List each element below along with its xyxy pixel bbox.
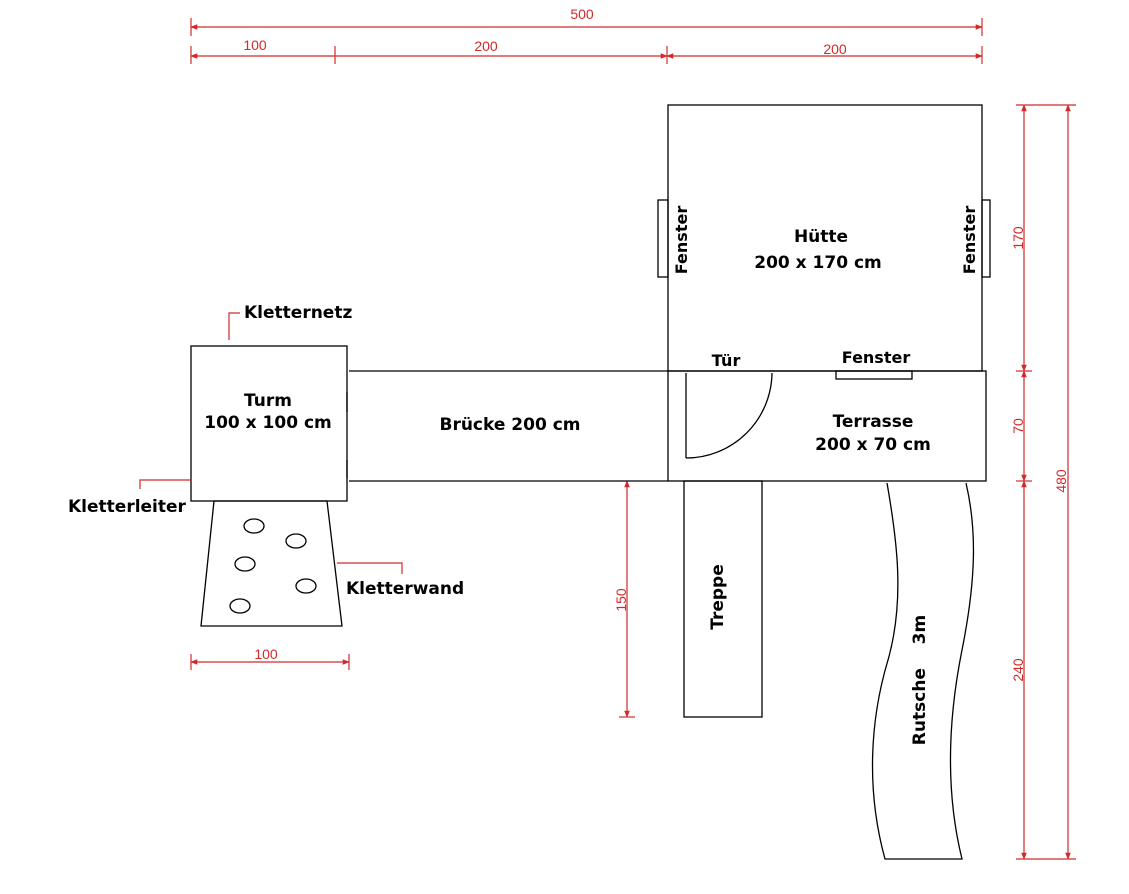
dim-treppe-height-label: 150: [613, 588, 629, 612]
tuer-label: Tür: [712, 351, 741, 370]
window-left: [657, 199, 669, 278]
dim-seg-200-right-label: 200: [823, 41, 847, 57]
window-bottom: [835, 370, 913, 380]
kletterleiter-label: Kletterleiter: [68, 497, 187, 517]
fenster-left-label: Fenster: [672, 206, 691, 275]
climbing-hold: [243, 518, 265, 534]
kletterwand-label: Kletterwand: [346, 579, 464, 599]
dim-rutsche-height-label: 240: [1010, 658, 1026, 682]
dim-total-height-label: 480: [1053, 469, 1069, 493]
dim-wall-width-label: 100: [254, 646, 278, 662]
treppe: Treppe: [683, 480, 763, 718]
callouts: Kletternetz Kletterleiter Kletterwand: [68, 303, 464, 599]
turm-name: Turm: [244, 391, 292, 411]
kletternetz-label: Kletternetz: [244, 303, 352, 323]
rutsche: Rutsche 3m: [871, 482, 975, 860]
terrasse-size: 200 x 70 cm: [815, 435, 931, 455]
dim-total-width: 500: [190, 6, 983, 36]
huette: Hütte 200 x 170 cm Fenster Fenster Fenst…: [657, 104, 991, 380]
dim-treppe-height: 150: [613, 480, 635, 718]
terrasse: Terrasse 200 x 70 cm: [667, 370, 987, 482]
dim-terrasse-height-label: 70: [1010, 418, 1026, 434]
turm: Turm 100 x 100 cm: [190, 345, 348, 502]
kletterwand: [200, 500, 343, 627]
turm-size: 100 x 100 cm: [204, 413, 331, 433]
huette-name: Hütte: [794, 227, 848, 247]
dim-segments-top: 100 200 200: [190, 37, 983, 64]
huette-size: 200 x 170 cm: [754, 253, 881, 273]
door-swing: [685, 372, 773, 459]
dim-huette-height-label: 170: [1010, 226, 1026, 250]
climbing-hold: [295, 578, 317, 594]
window-right: [981, 199, 991, 278]
climbing-hold: [229, 598, 251, 614]
dim-seg-200-mid-label: 200: [474, 38, 498, 54]
climbing-hold: [285, 533, 307, 549]
rutsche-label: Rutsche 3m: [910, 615, 930, 745]
dim-seg-100-label: 100: [243, 37, 267, 53]
terrasse-name: Terrasse: [833, 412, 914, 432]
fenster-right-label: Fenster: [960, 206, 979, 275]
treppe-label: Treppe: [708, 564, 728, 630]
dim-wall-width: 100: [190, 646, 350, 670]
bruecke: Brücke 200 cm: [346, 370, 668, 482]
climbing-hold: [234, 556, 256, 572]
dim-total-width-label: 500: [570, 6, 594, 22]
bruecke-label: Brücke 200 cm: [439, 415, 580, 435]
dim-right-heights: 170 70 240 480: [1010, 104, 1076, 860]
fenster-bottom-label: Fenster: [842, 348, 911, 367]
